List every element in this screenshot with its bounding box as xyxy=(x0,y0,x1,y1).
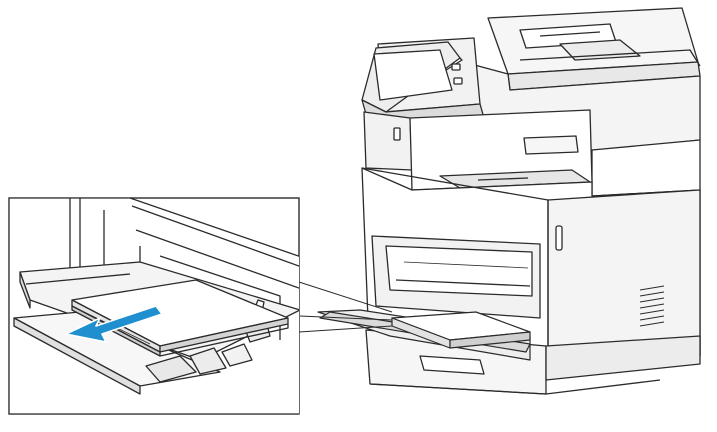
side-vent xyxy=(639,285,665,327)
detail-inset xyxy=(8,197,300,415)
arrow-left-icon xyxy=(65,305,163,343)
side-latch xyxy=(555,225,563,251)
side-panel xyxy=(363,111,413,171)
printer-body xyxy=(361,7,701,395)
bypass-tray-main xyxy=(299,309,531,361)
tray-handle xyxy=(419,355,485,375)
callout-lines xyxy=(298,281,393,333)
usb-port xyxy=(393,127,401,141)
power-button xyxy=(453,77,463,85)
home-button xyxy=(451,63,461,71)
touch-screen-display xyxy=(373,49,453,101)
